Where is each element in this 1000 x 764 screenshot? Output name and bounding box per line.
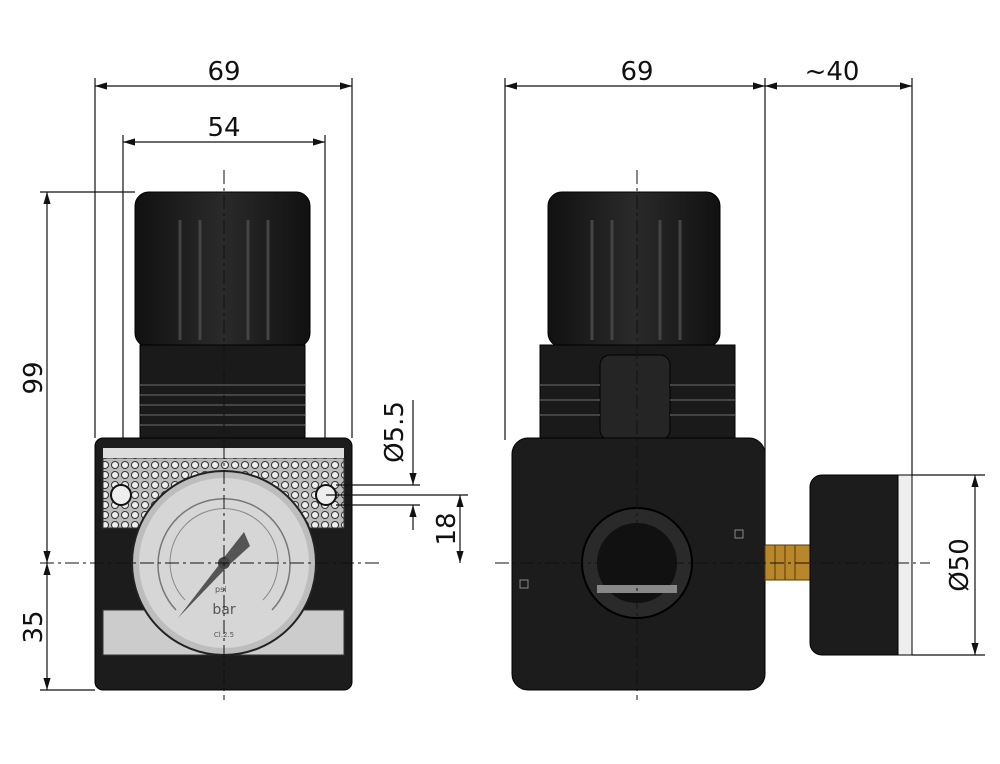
gauge-unit-bar: bar	[212, 602, 235, 618]
dimension-gauge-diameter: Ø50	[912, 474, 985, 656]
dimension-height-35: 35	[19, 563, 95, 691]
svg-text:35: 35	[19, 610, 49, 643]
dimension-height-99: 99	[19, 191, 135, 563]
front-view: psi bar Cl.2.5 69 54 99 35	[19, 57, 468, 700]
dimension-width-54: 54	[122, 113, 326, 438]
dimension-width-69: 69	[94, 57, 353, 438]
svg-text:69: 69	[620, 57, 653, 87]
gauge-class: Cl.2.5	[214, 631, 234, 639]
regulator-body-side	[511, 437, 766, 691]
adjust-knob	[134, 191, 311, 441]
svg-text:~40: ~40	[805, 57, 860, 87]
svg-text:54: 54	[207, 113, 240, 143]
pressure-gauge-side	[764, 474, 913, 656]
dimension-hole-diameter: Ø5.5	[336, 400, 420, 530]
dimension-gauge-protrusion: ~40	[765, 57, 913, 475]
svg-text:Ø50: Ø50	[945, 538, 975, 592]
side-view: 69 ~40 Ø50	[495, 57, 985, 700]
adjust-knob-side	[539, 191, 736, 441]
svg-text:99: 99	[19, 361, 49, 394]
dimension-hole-offset-18: 18	[326, 494, 468, 563]
svg-text:69: 69	[207, 57, 240, 87]
gauge-unit-psi: psi	[215, 585, 226, 594]
svg-text:18: 18	[432, 512, 462, 545]
svg-text:Ø5.5: Ø5.5	[380, 401, 410, 463]
mount-hole-left	[110, 484, 132, 506]
dimension-side-width-69: 69	[504, 57, 766, 545]
